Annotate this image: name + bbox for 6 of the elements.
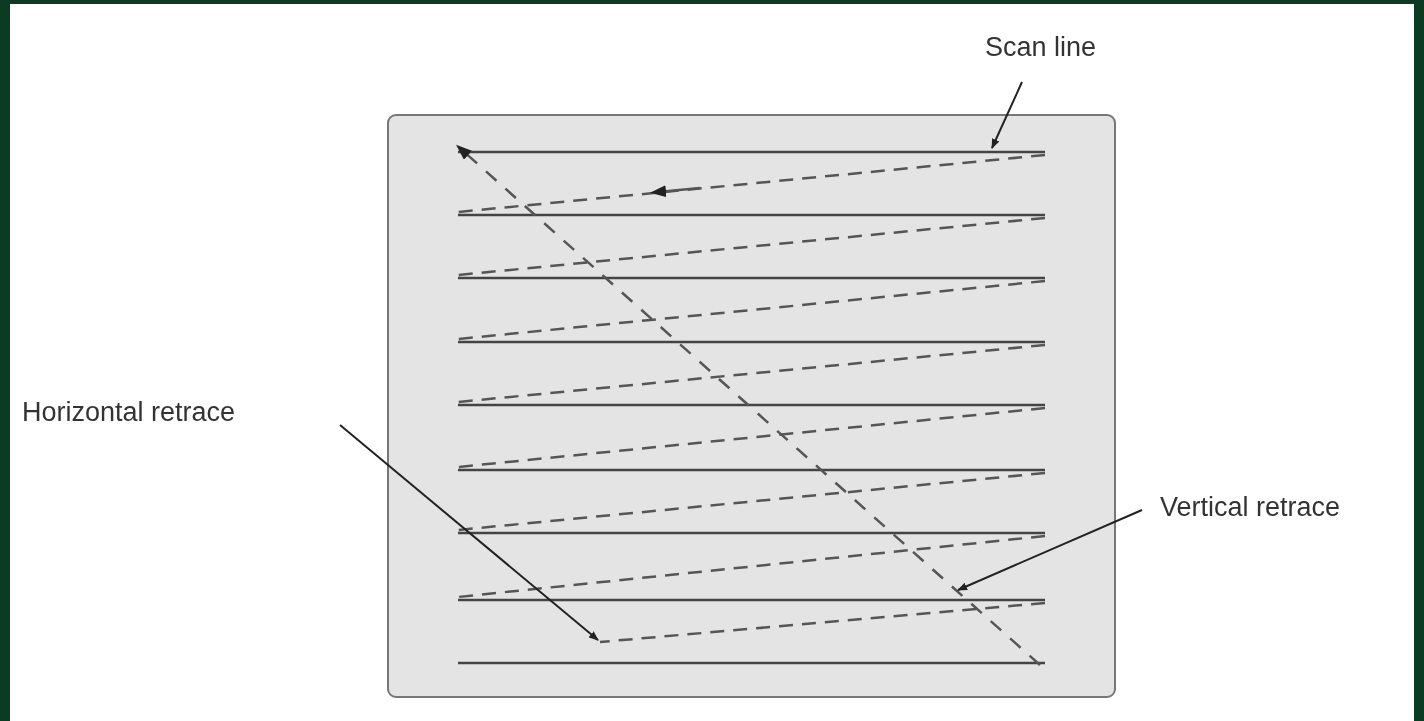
callout-label: Scan line bbox=[985, 32, 1097, 63]
leader-line bbox=[991, 81, 1023, 149]
leader-line bbox=[957, 509, 1143, 591]
callout-label: Horizontal retrace bbox=[22, 397, 236, 428]
leader-line bbox=[339, 424, 599, 641]
callout-label: Vertical retrace bbox=[1160, 492, 1341, 523]
